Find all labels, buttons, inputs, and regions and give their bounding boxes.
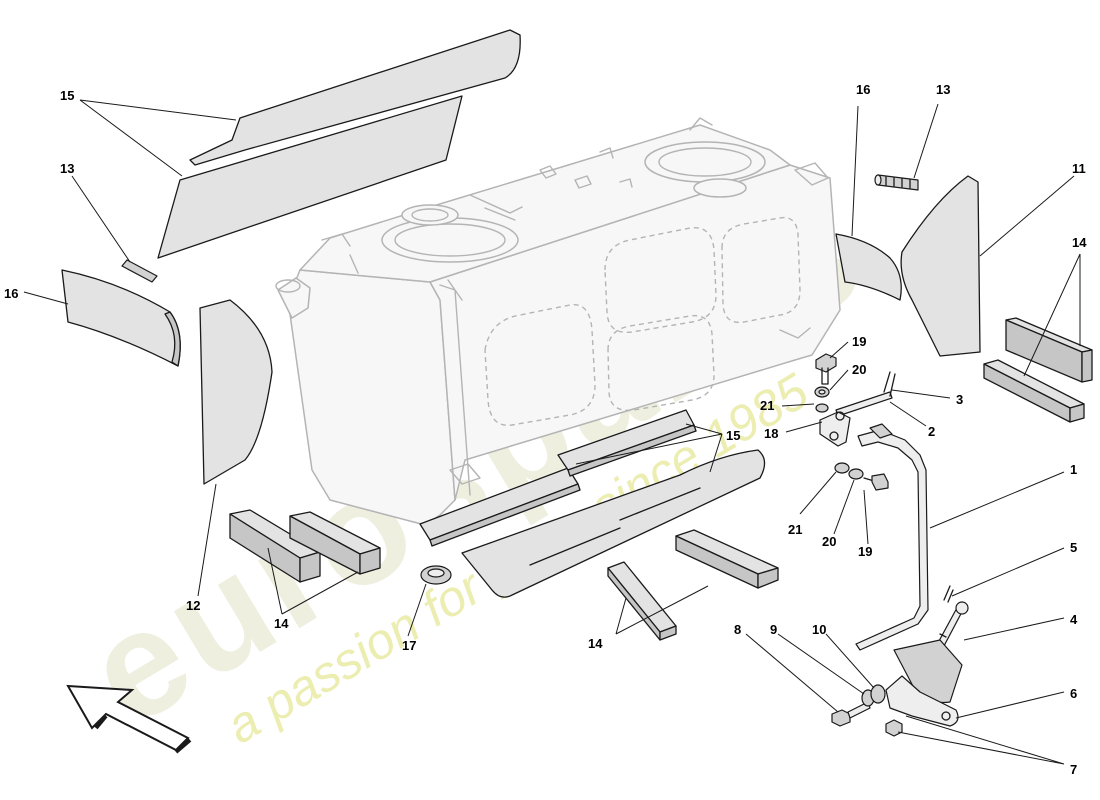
spacer-sleeve-right <box>874 174 919 191</box>
callout-13: 13 <box>60 161 74 176</box>
insulation-panel-bottom-2 <box>557 409 697 477</box>
callout-15: 15 <box>726 428 740 443</box>
insulation-panel-top-front <box>157 95 463 259</box>
foam-block-bottom-2 <box>607 561 677 641</box>
bracket <box>819 411 851 447</box>
bolt-top <box>815 353 837 385</box>
insulation-panel-right-curved <box>835 233 902 301</box>
leader-lines <box>23 99 1081 765</box>
insulation-panel-bottom-large <box>461 449 766 598</box>
washer-top <box>814 386 830 398</box>
callout-6: 6 <box>1070 686 1077 701</box>
pin <box>835 371 896 417</box>
callout-16: 16 <box>856 82 870 97</box>
foam-block-left-2 <box>289 511 381 575</box>
callout-7: 7 <box>1070 762 1077 777</box>
insulation-panel-left-curved <box>61 269 181 367</box>
callout-18: 18 <box>764 426 778 441</box>
direction-arrow-icon <box>66 684 192 754</box>
callouts: 15 13 16 12 14 17 14 15 16 13 11 14 19 2… <box>4 82 1087 777</box>
callout-4: 4 <box>1070 612 1078 627</box>
callout-21: 21 <box>760 398 774 413</box>
callout-13: 13 <box>936 82 950 97</box>
callout-14: 14 <box>1072 235 1087 250</box>
washer-bottom <box>848 468 864 480</box>
callout-11: 11 <box>1072 161 1086 176</box>
callout-19: 19 <box>858 544 872 559</box>
grommet <box>420 565 452 585</box>
callout-2: 2 <box>928 424 935 439</box>
lock-washer-top <box>815 403 829 413</box>
foam-block-bottom-1 <box>675 529 779 589</box>
callout-19: 19 <box>852 334 866 349</box>
nut <box>885 719 903 737</box>
foam-block-right-2 <box>983 359 1085 423</box>
bolt-bottom <box>863 473 889 491</box>
foam-block-right-1 <box>1005 317 1093 383</box>
insulation-panel-left-vertical <box>199 299 273 485</box>
callout-9: 9 <box>770 622 777 637</box>
callout-16: 16 <box>4 286 18 301</box>
fuel-tank <box>275 117 841 526</box>
callout-20: 20 <box>852 362 866 377</box>
bolt-lower <box>831 701 871 727</box>
lock-washer-bottom <box>834 462 850 474</box>
callout-8: 8 <box>734 622 741 637</box>
callout-3: 3 <box>956 392 963 407</box>
washer-lower-2 <box>870 684 886 704</box>
callout-20: 20 <box>822 534 836 549</box>
spacer-sleeve-left <box>121 259 158 283</box>
callout-14: 14 <box>588 636 603 651</box>
cotter-pin <box>943 585 954 603</box>
callout-15: 15 <box>60 88 74 103</box>
insulation-panel-top-rear <box>189 29 521 166</box>
callout-12: 12 <box>186 598 200 613</box>
callout-17: 17 <box>402 638 416 653</box>
mounting-plate <box>885 675 959 727</box>
insulation-panel-right-vertical <box>900 175 981 357</box>
callout-1: 1 <box>1070 462 1077 477</box>
tank-strap <box>855 423 929 651</box>
callout-14: 14 <box>274 616 289 631</box>
insulation-panel-bottom-1 <box>419 467 581 547</box>
callout-10: 10 <box>812 622 826 637</box>
callout-21: 21 <box>788 522 802 537</box>
callout-5: 5 <box>1070 540 1077 555</box>
